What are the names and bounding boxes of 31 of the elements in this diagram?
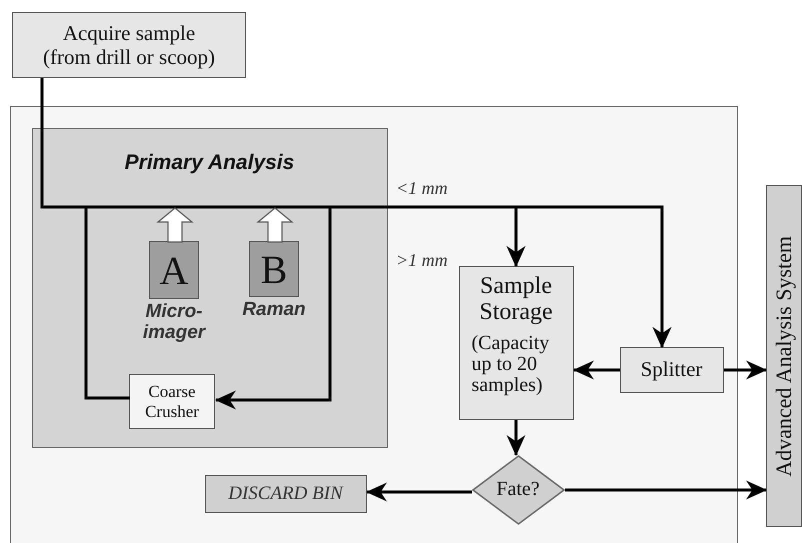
process-box (129, 374, 215, 429)
instrument-caption: Raman (241, 300, 307, 321)
arrow (572, 360, 620, 380)
arrow (366, 482, 472, 502)
arrow (506, 420, 526, 456)
analysis-panel (32, 128, 388, 448)
box-label: Splitter (640, 357, 702, 382)
process-box (620, 346, 724, 392)
instrument-caption: Micro-imager (142, 302, 207, 344)
arrow (724, 360, 768, 380)
box-title: Sample Storage (478, 272, 554, 326)
system-panel (10, 106, 738, 543)
decision-diamond (472, 454, 564, 524)
bin-box (204, 474, 366, 512)
block-arrow (156, 207, 194, 243)
box-label: Fate? (496, 478, 540, 501)
edge-label: >1 mm (395, 250, 449, 271)
output-box (766, 185, 802, 527)
panel-title: Primary Analysis (124, 150, 294, 174)
storage-box (458, 266, 574, 420)
box-label: A (160, 246, 188, 294)
box-label: Advanced Analysis System (771, 236, 797, 476)
box-label: B (260, 246, 288, 292)
edge-label: <1 mm (395, 178, 449, 199)
box-label: Acquire sample (from drill or scoop) (42, 20, 216, 70)
block-arrow (256, 207, 294, 243)
process-box (12, 12, 246, 78)
box-label: DISCARD BIN (228, 482, 343, 504)
box-label: Coarse Crusher (144, 382, 200, 422)
arrow (565, 480, 768, 500)
box-note: (Capacity up to 20 samples) (470, 333, 550, 396)
